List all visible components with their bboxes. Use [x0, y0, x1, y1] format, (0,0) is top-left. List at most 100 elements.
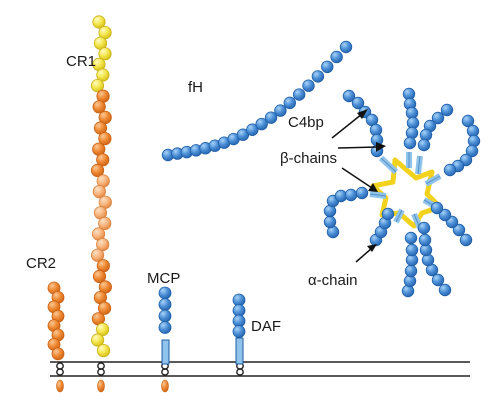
c4bp-domain [465, 144, 479, 158]
c4bp-domain [344, 188, 358, 202]
daf-label: DAF [251, 318, 281, 335]
c4bp-domain [323, 215, 337, 229]
c4bp-domain [342, 89, 356, 103]
c4bp-domain [430, 201, 444, 215]
cr1-domain [91, 333, 105, 347]
beta-chains-label: β-chains [280, 150, 337, 167]
beta-arrow-lower-head [368, 183, 378, 192]
c4bp-domain [403, 136, 417, 150]
c4bp-domain [405, 243, 419, 257]
cr1-domain [90, 79, 105, 93]
c4bp-spoke-edge [395, 209, 403, 223]
c4bp-spoke-edge [380, 157, 397, 173]
transmembrane-knot [56, 368, 64, 376]
cr1-domain [97, 301, 112, 315]
cr2-label: CR2 [26, 255, 56, 272]
fh-domain [339, 40, 353, 54]
c4bp-domain [438, 208, 452, 222]
cr2-domain [51, 347, 65, 361]
transmembrane-knot [161, 368, 169, 376]
cr1-domain [92, 185, 106, 199]
c4bp-domain [401, 284, 415, 298]
cr1-domain [98, 216, 112, 230]
c4bp-domain [419, 128, 433, 142]
fh-domain [246, 123, 259, 136]
c4bp-domain [381, 207, 395, 221]
cr1-domain [90, 248, 105, 262]
fh-label: fH [188, 79, 203, 96]
stalks [161, 337, 244, 365]
fh-domain [311, 70, 325, 83]
fh-domain [321, 60, 334, 74]
alpha-chain-label: α-chain [308, 272, 358, 289]
cr1-domain [96, 68, 110, 82]
c4bp-domain [461, 114, 475, 128]
c4bp-spoke-edge [417, 155, 421, 175]
beta-arrow-upper-head [376, 142, 386, 152]
transmembrane-knot [56, 362, 64, 370]
beta-arrow-lower [341, 167, 373, 189]
c4bp-spoke-edge [369, 193, 387, 197]
cr1-domain [98, 132, 112, 146]
c4bp-domain [417, 221, 431, 235]
c4bp-domain [421, 253, 435, 267]
c4bp-domain [404, 231, 418, 245]
transmembrane-knot [97, 368, 105, 376]
membrane-anchors [56, 362, 244, 393]
cr1-domain [92, 269, 107, 283]
c4bp-label: C4bp [288, 114, 324, 131]
cr1-domain [92, 15, 106, 29]
transmembrane-knot [97, 362, 105, 370]
c4bp-domain [355, 186, 369, 200]
cr1-domain [95, 322, 110, 336]
c4bp-domain [440, 103, 454, 117]
cr1-domain [98, 47, 112, 61]
cr1-label: CR1 [66, 53, 96, 70]
c4bp-domain [452, 223, 466, 237]
mcp-domain [158, 298, 172, 311]
c4bp-domain [417, 138, 431, 152]
c4bp-domain [418, 233, 432, 247]
c4bp-arrow-head [357, 109, 368, 119]
cell-membrane [50, 361, 470, 377]
c4bp-domain [351, 96, 365, 110]
cr1-domain [96, 153, 110, 167]
cr1-domain [96, 238, 110, 252]
cr1-domain [96, 343, 111, 358]
daf-stalk [235, 337, 244, 365]
c4bp-domain [459, 233, 473, 247]
fh-domain [264, 111, 278, 124]
cytoplasmic-tail [161, 379, 169, 393]
fh-domain [255, 117, 268, 131]
c4bp-spoke-edge [425, 175, 441, 185]
c4bp-domain [443, 163, 457, 177]
fh-domain [283, 96, 296, 110]
c4bp-arrow [331, 113, 363, 139]
alpha-arrow [355, 247, 373, 263]
transmembrane-knot [236, 368, 244, 376]
cytoplasmic-tail [56, 379, 64, 393]
c4bp-domain [467, 134, 481, 148]
c4bp-domain [404, 264, 418, 278]
mcp-domain [158, 309, 172, 323]
c4bp-domain [431, 111, 445, 125]
bead-chains [47, 15, 481, 361]
mcp-domain [158, 286, 172, 300]
fh-domain [292, 88, 306, 101]
beta-arrow-upper [337, 146, 379, 149]
c4bp-domain [405, 126, 419, 140]
cr1-domain [98, 280, 112, 294]
mcp-label: MCP [147, 270, 180, 287]
pointer-arrows [331, 109, 386, 263]
mcp-stalk [161, 339, 170, 365]
cr1-domain [90, 163, 105, 177]
fh-domain [274, 104, 287, 117]
mcp-domain [158, 321, 172, 334]
cr1-domain [92, 100, 106, 114]
c4bp-domain [438, 283, 452, 297]
daf-domain [232, 325, 246, 338]
alpha-arrow-head [367, 244, 377, 252]
c4bp-domain [431, 273, 445, 287]
